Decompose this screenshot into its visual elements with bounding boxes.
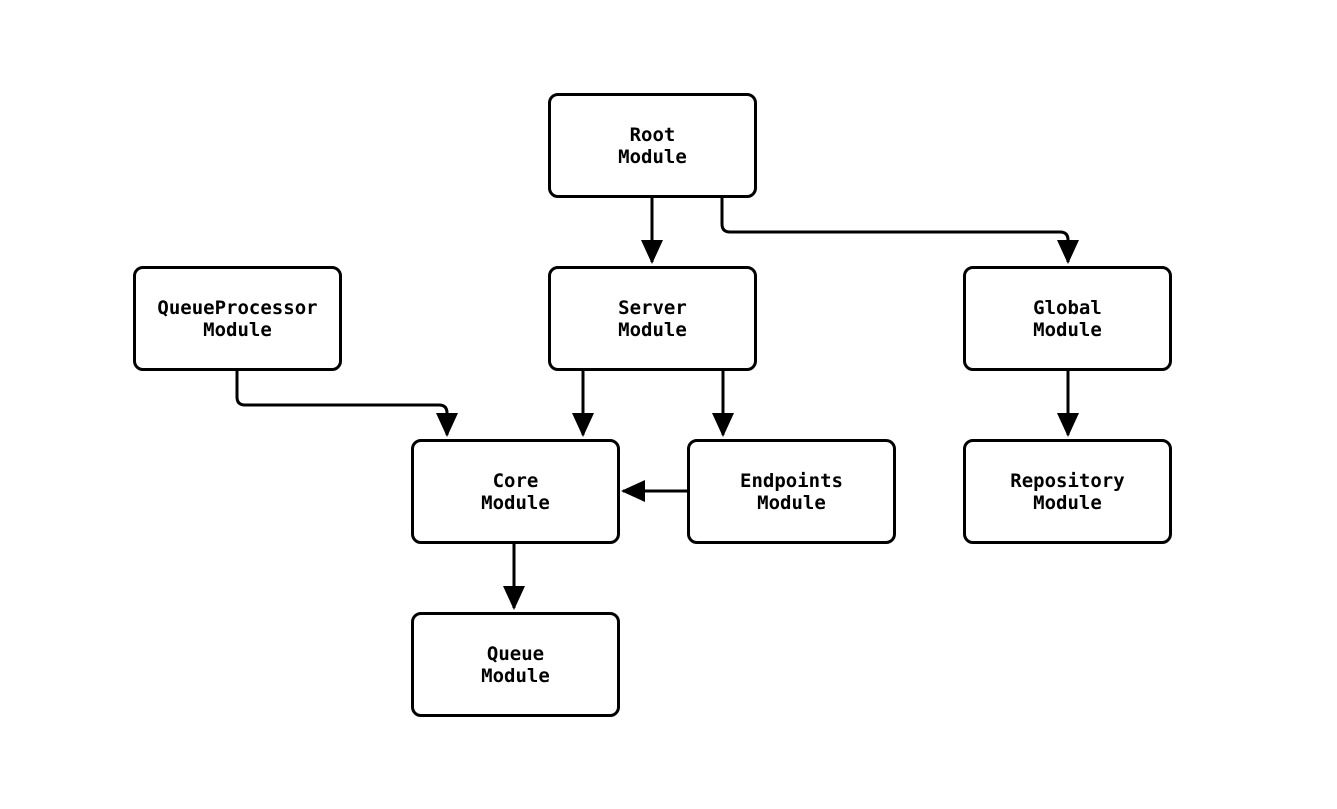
node-endpoints-module: Endpoints Module [687,439,896,544]
node-queue-module: Queue Module [411,612,620,717]
node-queueprocessor-module: QueueProcessor Module [133,266,342,371]
node-core-module: Core Module [411,439,620,544]
node-repository-module: Repository Module [963,439,1172,544]
node-queue-module-label: Queue Module [481,642,550,687]
node-queueprocessor-module-label: QueueProcessor Module [157,296,318,341]
node-core-module-label: Core Module [481,469,550,514]
node-server-module-label: Server Module [618,296,687,341]
node-global-module-label: Global Module [1033,296,1102,341]
node-root-module-label: Root Module [618,123,687,168]
node-server-module: Server Module [548,266,757,371]
node-repository-module-label: Repository Module [1010,469,1125,514]
edge-root-to-global [720,198,1079,264]
node-root-module: Root Module [548,93,757,198]
node-global-module: Global Module [963,266,1172,371]
edge-queueprocessor-to-core [235,371,458,437]
node-endpoints-module-label: Endpoints Module [740,469,843,514]
